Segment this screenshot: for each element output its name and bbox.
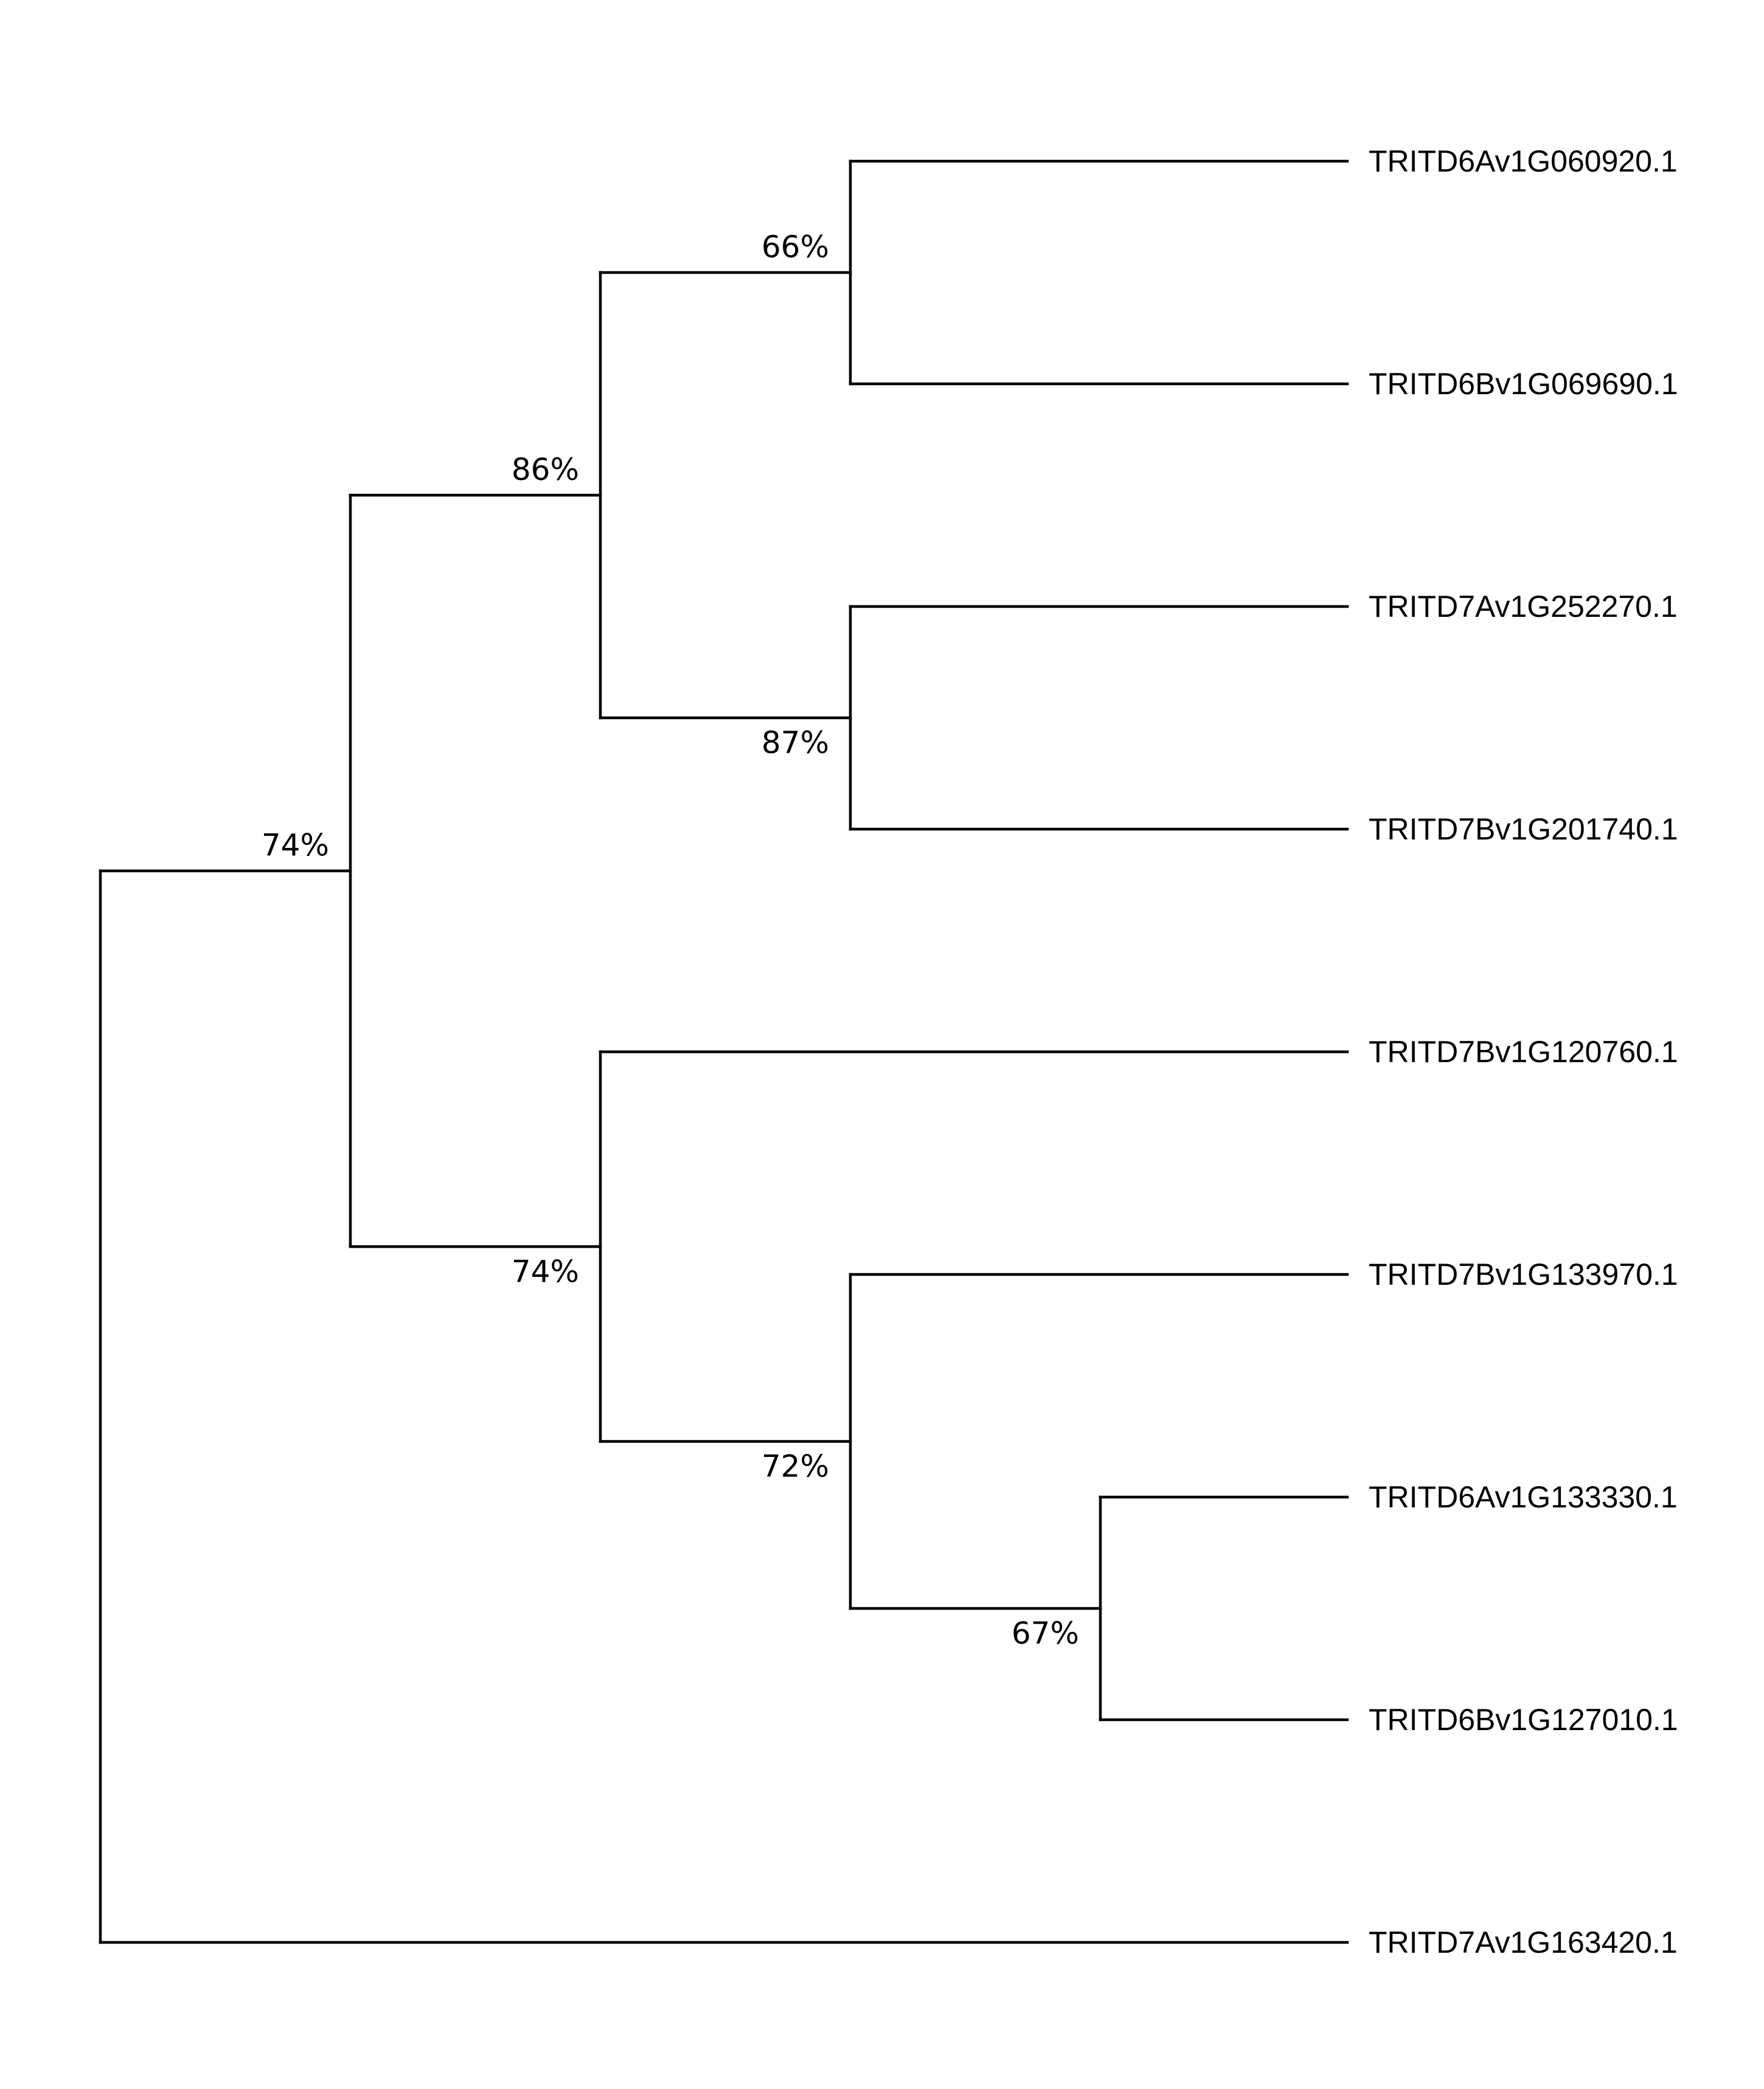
leaf-label-L9: TRITD7Av1G163420.1: [1369, 1925, 1678, 1959]
support-label-N74a: 74%: [262, 828, 329, 863]
leaf-label-L5: TRITD7Bv1G120760.1: [1369, 1035, 1678, 1069]
support-label-N86: 86%: [512, 452, 579, 487]
leaf-label-L6: TRITD7Bv1G133970.1: [1369, 1257, 1678, 1291]
support-label-N74b: 74%: [512, 1254, 579, 1289]
leaf-label-L7: TRITD6Av1G133330.1: [1369, 1480, 1678, 1514]
leaf-label-L2: TRITD6Bv1G069690.1: [1369, 367, 1678, 401]
support-label-N67: 67%: [1012, 1616, 1079, 1651]
tree-branches: [99, 159, 1349, 1944]
leaf-label-L1: TRITD6Av1G060920.1: [1369, 144, 1678, 178]
support-label-N66: 66%: [762, 229, 829, 265]
leaf-label-L3: TRITD7Av1G252270.1: [1369, 589, 1678, 624]
support-values: 74% 86% 74% 66% 87% 72% 67%: [262, 229, 1079, 1651]
leaf-labels: TRITD6Av1G060920.1TRITD6Bv1G069690.1TRIT…: [1369, 144, 1678, 1959]
leaf-label-L4: TRITD7Bv1G201740.1: [1369, 812, 1678, 846]
support-label-N87: 87%: [762, 725, 829, 760]
leaf-label-L8: TRITD6Bv1G127010.1: [1369, 1703, 1678, 1737]
support-label-N72: 72%: [762, 1449, 829, 1484]
